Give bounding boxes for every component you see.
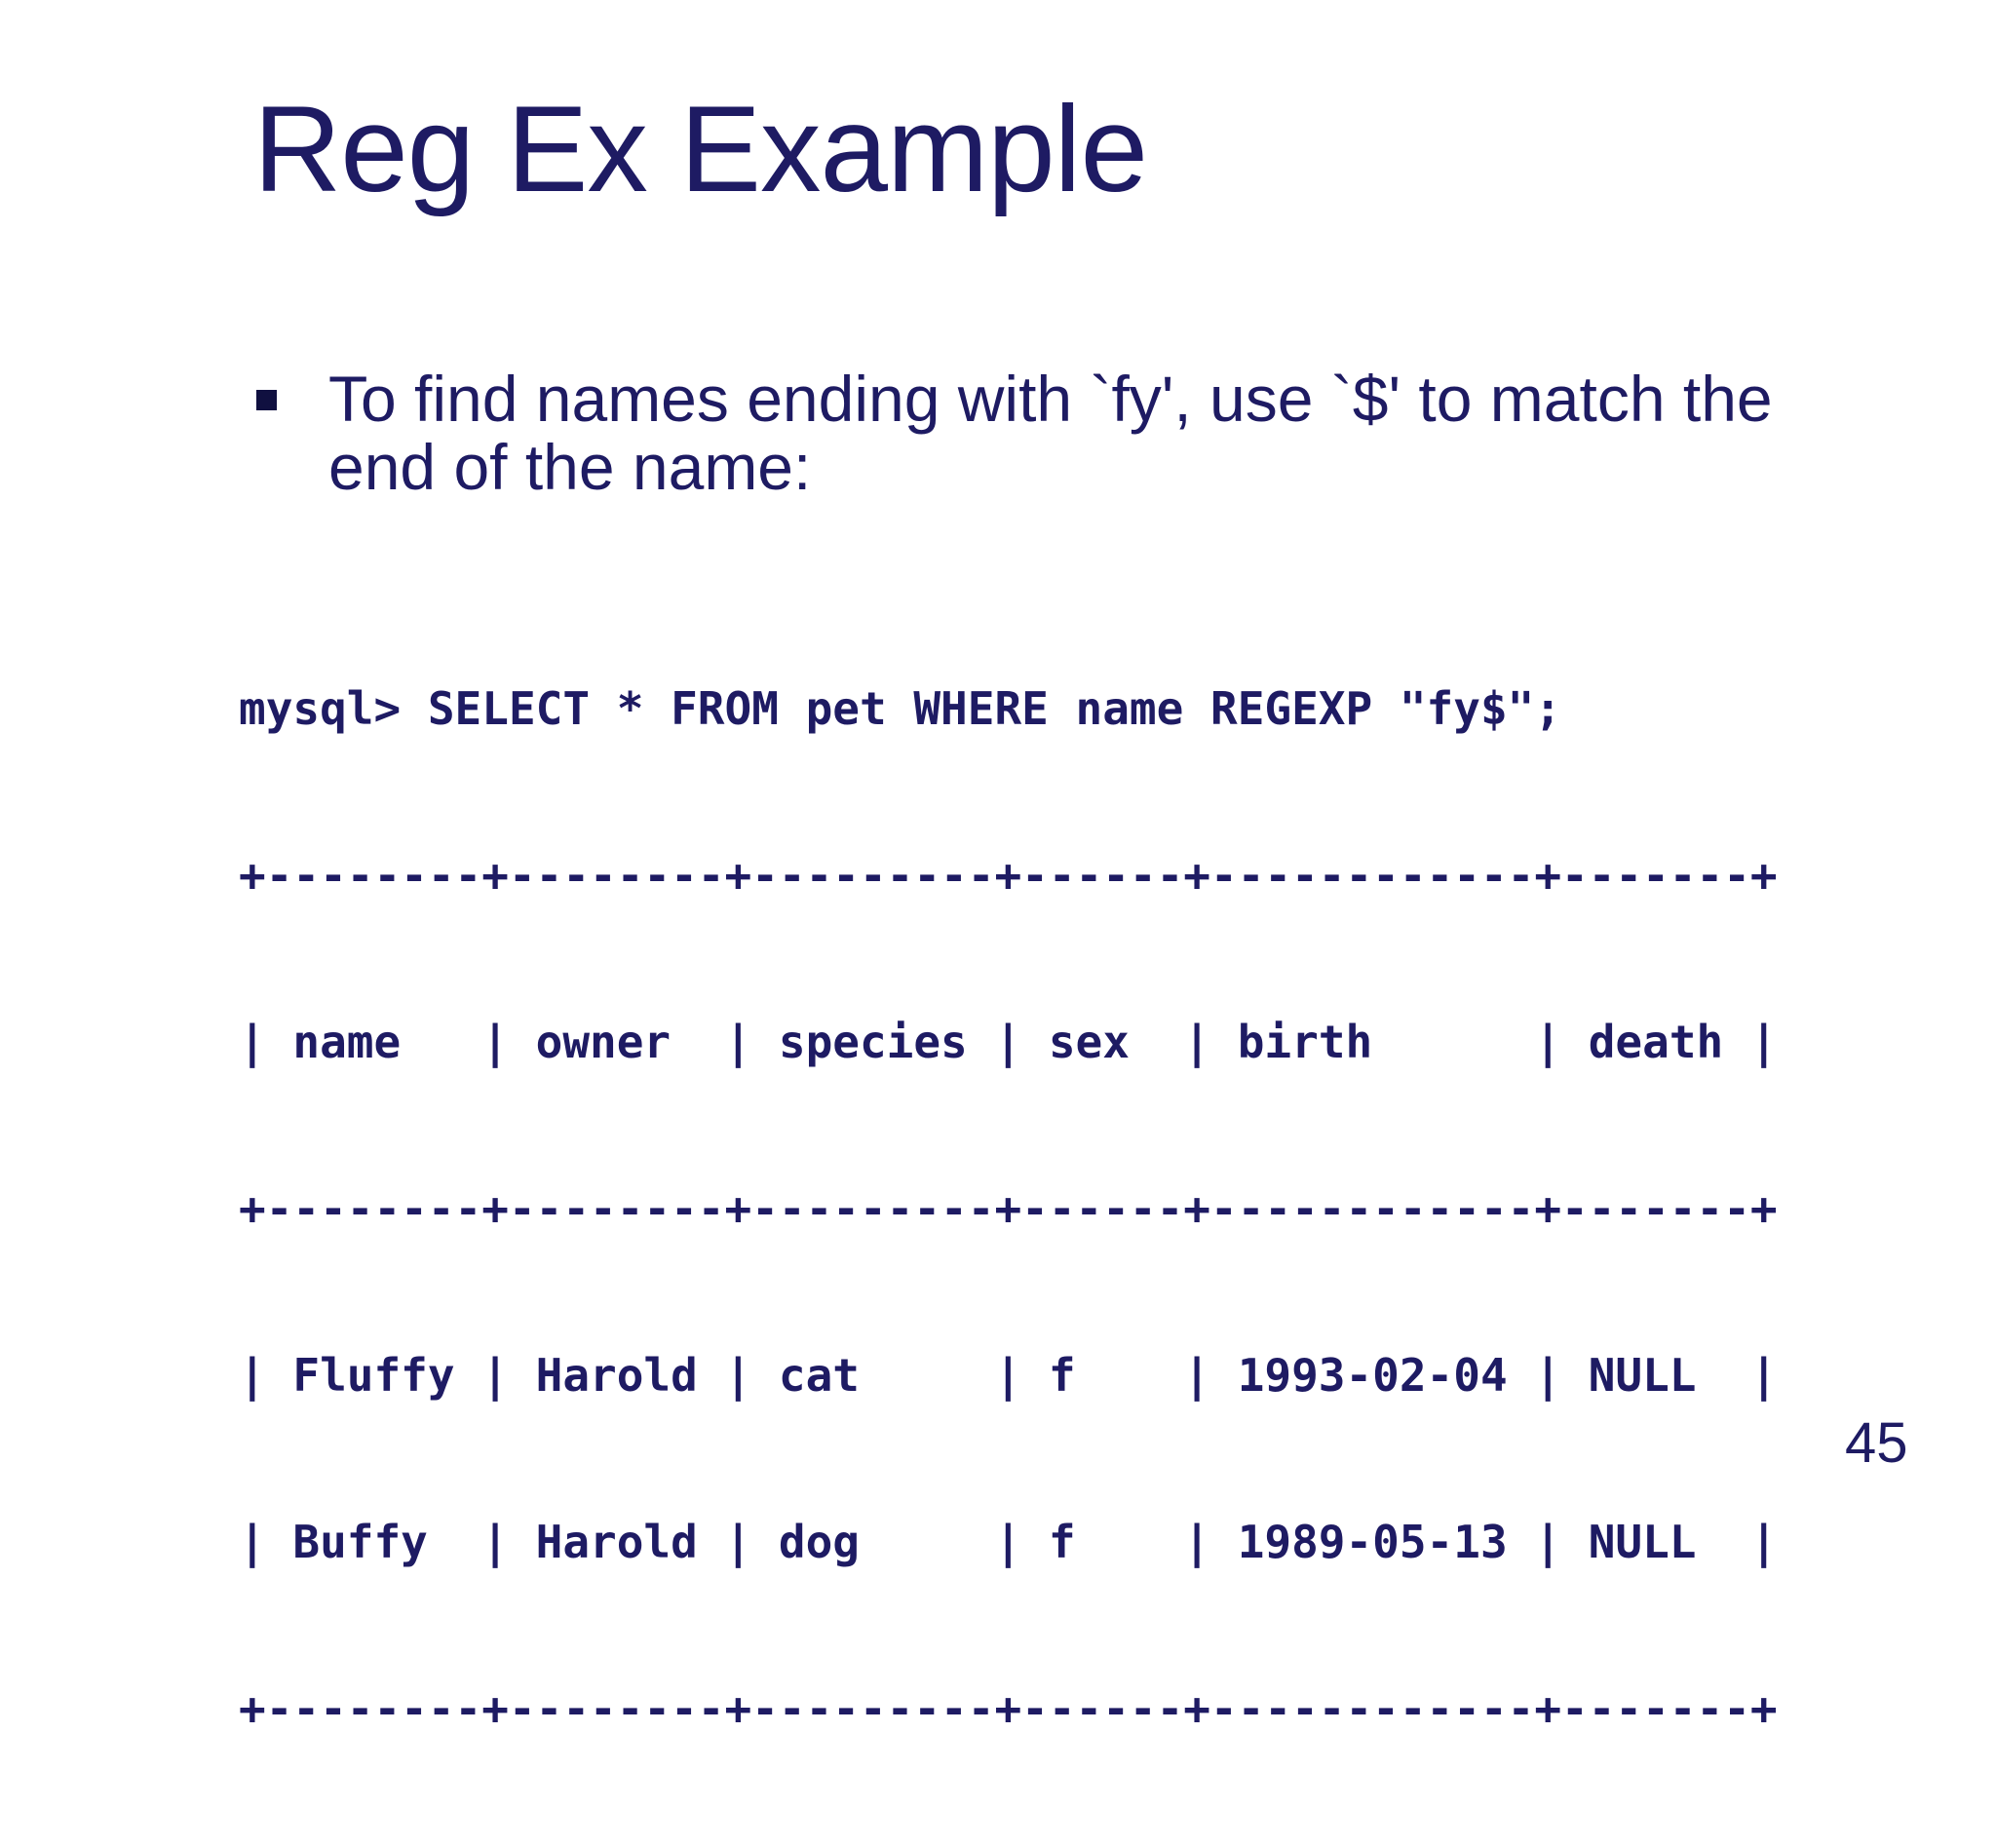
slide-title: Reg Ex Example <box>253 82 1148 217</box>
code-line-header: | name | owner | species | sex | birth |… <box>239 1016 1778 1068</box>
code-line-border: +--------+--------+---------+------+----… <box>239 849 1778 902</box>
bullet-text: To find names ending with `fy', use `$' … <box>328 363 1773 503</box>
code-line-query: mysql> SELECT * FROM pet WHERE name REGE… <box>239 682 1562 735</box>
bullet-item: To find names ending with `fy', use `$' … <box>256 365 1849 501</box>
code-line-row: | Buffy | Harold | dog | f | 1989-05-13 … <box>239 1516 1778 1568</box>
code-line-border: +--------+--------+---------+------+----… <box>239 1682 1778 1735</box>
code-block: mysql> SELECT * FROM pet WHERE name REGE… <box>239 570 1778 1848</box>
square-bullet-icon <box>256 390 277 410</box>
page-number: 45 <box>1845 1411 1908 1475</box>
code-line-border: +--------+--------+---------+------+----… <box>239 1182 1778 1235</box>
code-line-row: | Fluffy | Harold | cat | f | 1993-02-04… <box>239 1349 1778 1402</box>
slide: Reg Ex Example To find names ending with… <box>239 82 1908 1735</box>
